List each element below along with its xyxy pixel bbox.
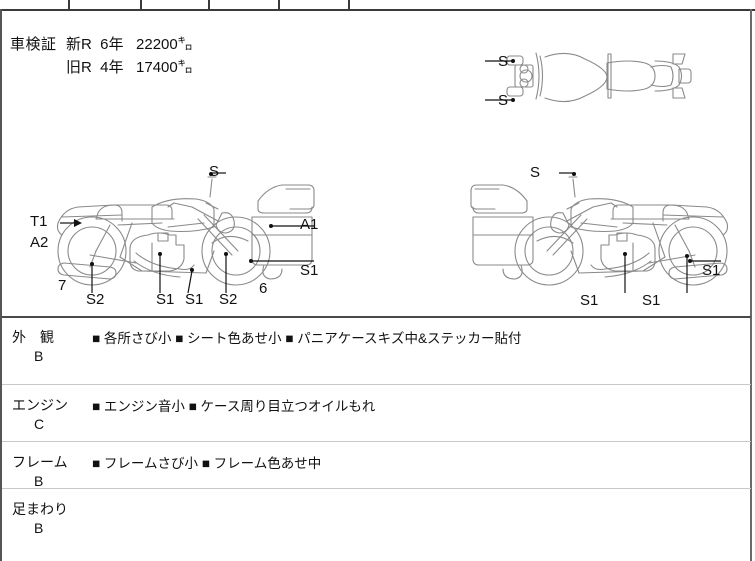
condition-row-engine: エンジン C ■ エンジン音小 ■ ケース周り目立つオイルもれ <box>0 384 753 441</box>
motorcycle-left-side-view-diagram <box>56 172 315 294</box>
header-divider-2 <box>140 0 142 11</box>
condition-category-frame: フレーム <box>12 454 68 470</box>
header-divider-5 <box>348 0 350 11</box>
header-divider-4 <box>278 0 280 11</box>
marker-right-s1-engine: S1 <box>580 292 599 309</box>
marker-right-s1-muffler: S1 <box>642 292 661 309</box>
shaken-label: 車検証 <box>10 36 57 53</box>
condition-notes-frame: ■ フレームさび小 ■ フレーム色あせ中 <box>92 456 322 471</box>
condition-category-suspension: 足まわり <box>12 501 68 517</box>
condition-row-exterior: 外 観 B ■ 各所さび小 ■ シート色あせ小 ■ パニアケースキズ中&ステッカ… <box>0 316 753 384</box>
row-separator <box>2 316 751 318</box>
sheet-border-right <box>750 9 752 561</box>
marker-left-s2-muffler: S2 <box>86 291 105 308</box>
shaken-line-2: 旧R 4年 17400㌔ <box>66 59 193 76</box>
condition-row-frame: フレーム B ■ フレームさび小 ■ フレーム色あせ中 <box>0 441 753 489</box>
marker-left-s1-engine: S1 <box>156 291 175 308</box>
header-divider-3 <box>208 0 210 11</box>
marker-left-a2: A2 <box>30 234 49 251</box>
condition-notes-exterior: ■ 各所さび小 ■ シート色あせ小 ■ パニアケースキズ中&ステッカー貼付 <box>92 331 522 346</box>
sheet-border-left <box>0 9 2 561</box>
marker-left-s1-header: S1 <box>185 291 204 308</box>
marker-left-a1-pannier: A1 <box>300 216 319 233</box>
marker-left-t1: T1 <box>30 213 48 230</box>
marker-left-s1-front-wheel: S1 <box>300 262 319 279</box>
condition-category-engine: エンジン <box>12 397 68 413</box>
marker-left-6-front-wheel: 6 <box>259 280 268 297</box>
header-strip <box>0 0 755 11</box>
condition-grade-engine: C <box>34 416 45 432</box>
marker-left-7-rear-wheel: 7 <box>58 277 67 294</box>
marker-top-view-s-lower: S <box>498 92 509 109</box>
marker-left-s-mirror: S <box>209 163 220 180</box>
marker-left-s2-fork: S2 <box>219 291 238 308</box>
condition-category-exterior: 外 観 <box>12 329 54 345</box>
condition-grade-suspension: B <box>34 520 44 536</box>
header-divider-1 <box>68 0 70 11</box>
condition-grade-frame: B <box>34 473 44 489</box>
marker-right-s-mirror: S <box>530 164 541 181</box>
motorcycle-right-side-view-diagram <box>470 172 729 293</box>
shaken-line-1: 新R 6年 22200㌔ <box>66 36 193 53</box>
condition-row-suspension: 足まわり B <box>0 488 753 561</box>
marker-top-view-s-upper: S <box>498 53 509 70</box>
condition-notes-engine: ■ エンジン音小 ■ ケース周り目立つオイルもれ <box>92 399 376 414</box>
condition-grade-exterior: B <box>34 348 44 364</box>
motorcycle-top-view-diagram <box>485 52 692 103</box>
marker-right-s1-wheel: S1 <box>702 262 721 279</box>
row-separator <box>2 441 751 442</box>
row-separator <box>2 384 751 385</box>
row-separator <box>2 488 751 489</box>
header-strip-rule <box>0 9 755 11</box>
shaken-row: 車検証 新R 6年 22200㌔ 旧R 4年 17400㌔ <box>0 11 753 316</box>
